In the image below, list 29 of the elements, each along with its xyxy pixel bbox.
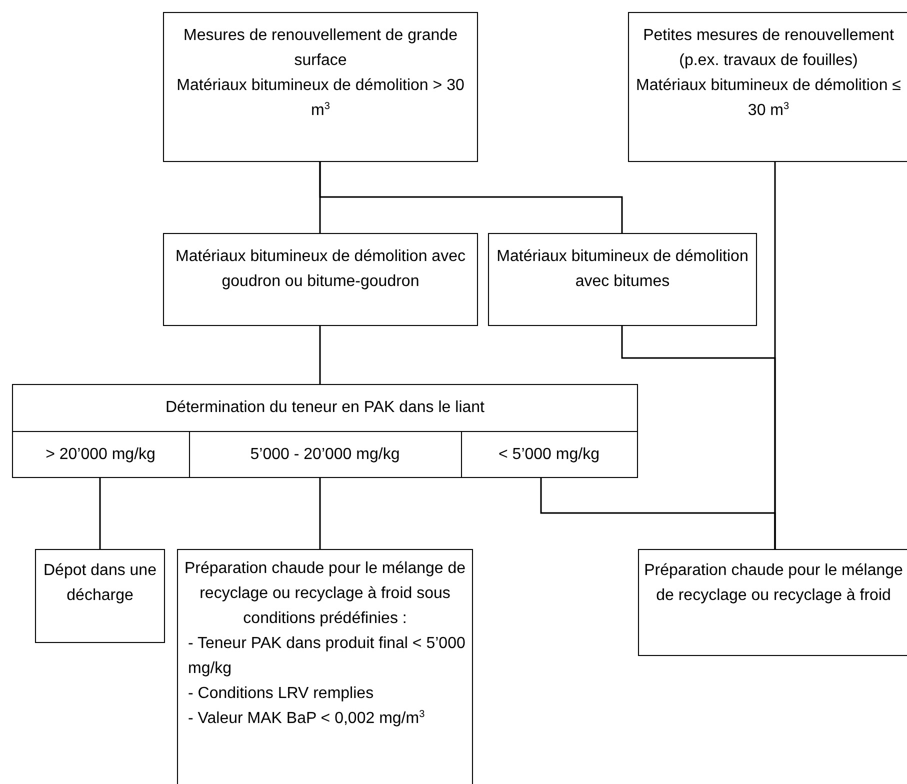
box-text: Préparation chaude pour le mélange de recyclage ou recyclage à froid sous conditions prédéfinies : <box>183 559 467 629</box>
connector-line <box>319 478 321 549</box>
box-text: Mesures de renouvellement de grande surface <box>182 26 458 71</box>
process-box <box>163 12 478 162</box>
process-box <box>163 233 478 326</box>
process-box <box>35 549 165 643</box>
box-text: < 5’000 mg/kg <box>498 444 600 464</box>
connector-line <box>319 162 623 233</box>
box-text: Dépot dans une décharge <box>42 561 158 606</box>
box-text: 5’000 - 20’000 mg/kg <box>250 444 400 464</box>
box-text: - Valeur MAK BaP < 0,002 mg/m$^{3}$ <box>187 708 426 729</box>
connector-line <box>99 478 101 549</box>
process-box <box>628 12 907 162</box>
box-text: - Teneur PAK dans produit final < 5’000 mg/kg <box>187 634 466 679</box>
box-text: Matériaux bitumineux de démolition avec bitumes <box>496 247 750 292</box>
process-box <box>488 233 757 326</box>
connector-line <box>540 478 776 549</box>
box-text: Petites mesures de renouvellement (p.ex. travaux de fouilles) <box>642 26 895 71</box>
box-text: Préparation chaude pour le mélange de recyclage ou recyclage à froid <box>643 561 904 606</box>
process-box <box>177 549 473 784</box>
box-text: Matériaux bitumineux de démolition > 30 m$^{3}$ <box>176 76 466 121</box>
connector-line <box>319 326 321 384</box>
process-box <box>12 384 638 478</box>
box-text: > 20’000 mg/kg <box>46 444 156 464</box>
box-text: Matériaux bitumineux de démolition ≤ 30 m$^{3}$ <box>635 76 902 121</box>
process-box <box>638 549 907 656</box>
box-text: - Conditions LRV remplies <box>187 684 375 704</box>
heading-text: Détermination du teneur en PAK dans le liant <box>165 398 484 418</box>
box-text: Matériaux bitumineux de démolition avec goudron ou bitume-goudron <box>174 247 466 292</box>
